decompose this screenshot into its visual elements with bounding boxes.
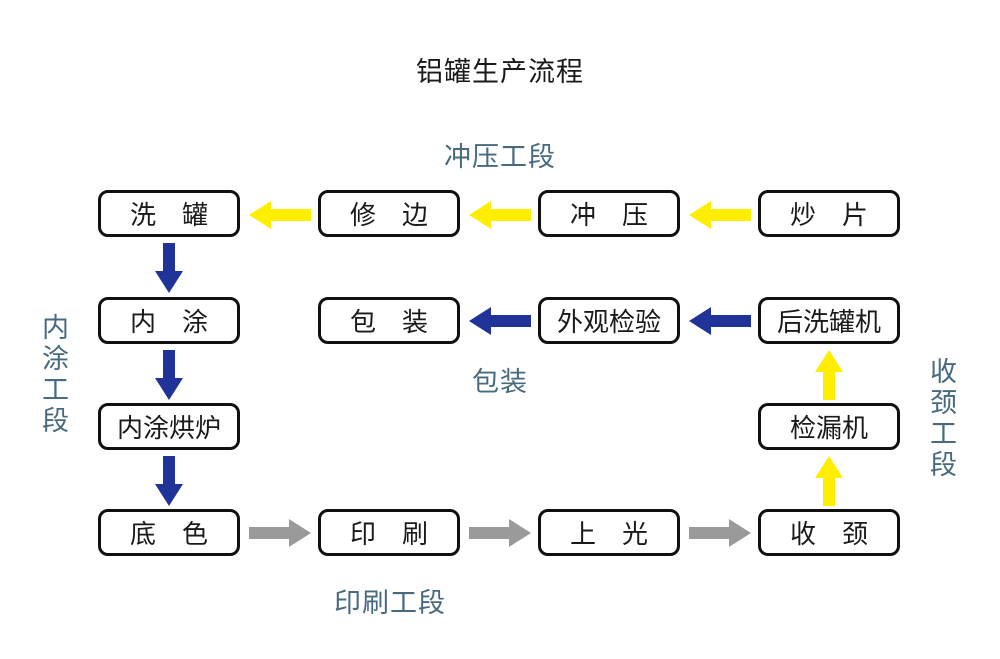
arrow-chongya-to-xiubian-icon (469, 201, 531, 229)
arrow-yinshua-to-shangguang-icon (469, 519, 531, 547)
arrow-dise-to-yinshua-icon (249, 519, 311, 547)
node-chong-ya: 冲 压 (538, 190, 680, 237)
arrow-shangguang-to-shoujing-icon (689, 519, 751, 547)
arrow-neitu-to-neituhonglu-icon (155, 350, 183, 400)
section-label-printing: 印刷工段 (334, 588, 446, 618)
node-xiu-bian: 修 边 (318, 190, 460, 237)
node-hou-xi-guan-ji: 后洗罐机 (758, 297, 900, 344)
node-chao-pian: 炒 片 (758, 190, 900, 237)
arrow-jianlouji-to-houxiguanji-icon (815, 350, 843, 400)
node-xi-guan: 洗 罐 (98, 190, 240, 237)
node-nei-tu-hong-lu: 内涂烘炉 (98, 403, 240, 450)
arrow-houxiguanji-to-waiguanjianyan-icon (689, 307, 751, 335)
arrow-neituhonglu-to-dise-icon (155, 456, 183, 506)
section-label-packing: 包装 (472, 367, 528, 397)
node-yin-shua: 印 刷 (318, 509, 460, 556)
arrow-xiubian-to-xiguan-icon (249, 201, 311, 229)
arrow-chaopian-to-chongya-icon (689, 201, 751, 229)
node-wai-guan-jian-yan: 外观检验 (538, 297, 680, 344)
section-label-necking: 收颈工段 (926, 357, 956, 481)
arrow-xiguan-to-neitu-icon (155, 243, 183, 293)
arrow-waiguanjianyan-to-baozhuang-icon (469, 307, 531, 335)
section-label-inner-coating: 内涂工段 (38, 313, 68, 437)
arrow-shoujing-to-jianlouji-icon (815, 456, 843, 506)
page-title: 铝罐生产流程 (416, 57, 584, 87)
node-jian-lou-ji: 检漏机 (758, 403, 900, 450)
node-di-se: 底 色 (98, 509, 240, 556)
section-label-stamping: 冲压工段 (444, 142, 556, 172)
node-shang-guang: 上 光 (538, 509, 680, 556)
node-bao-zhuang: 包 装 (318, 297, 460, 344)
node-shou-jing: 收 颈 (758, 509, 900, 556)
node-nei-tu: 内 涂 (98, 297, 240, 344)
